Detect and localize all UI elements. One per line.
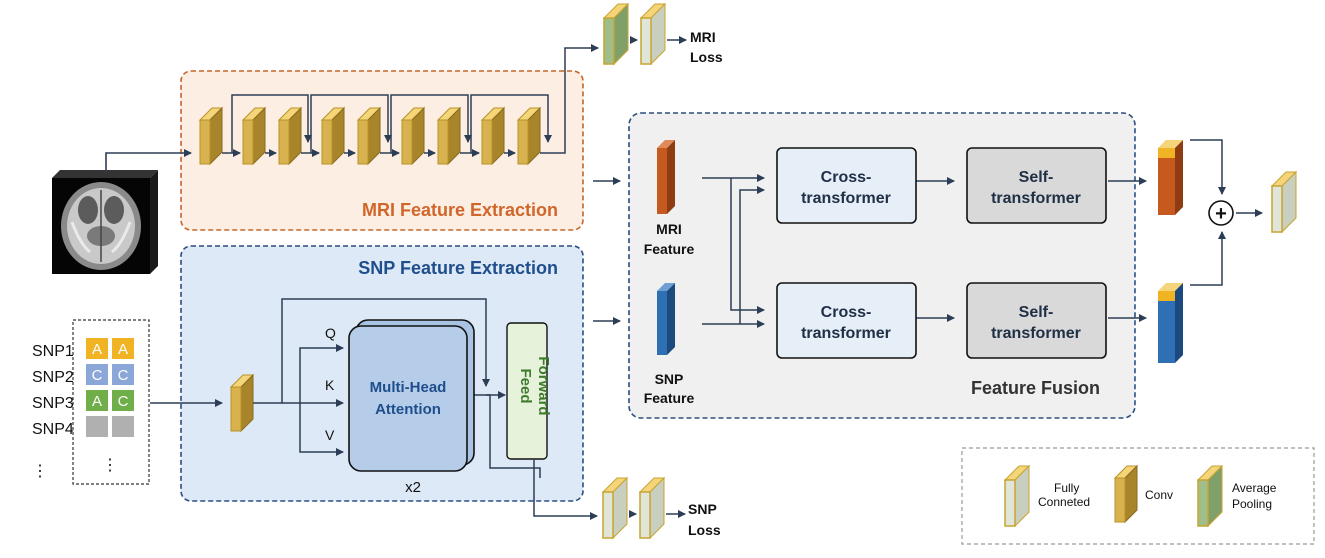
legend-fc-label: Fully [1054, 481, 1079, 495]
self-transformer-bottom-label: Self- [1019, 304, 1054, 321]
snp-matrix: A A C C A C ⋮ [72, 319, 150, 485]
cross-transformer-top-label: Cross- [821, 169, 872, 186]
snp-output-bar [1158, 283, 1183, 363]
snp-label: SNP2 [32, 369, 74, 386]
snp-matrix-more: ⋮ [102, 457, 118, 474]
snp-loss-label: SNP [688, 501, 717, 517]
mri-conv-block [278, 107, 302, 165]
snp-allele: A [92, 341, 102, 358]
feed-forward-label-2: Forward [535, 356, 552, 415]
mri-module-title: MRI Feature Extraction [362, 200, 558, 220]
snp-label: SNP1 [32, 343, 74, 360]
legend-pool-label-2: Pooling [1232, 497, 1272, 511]
cross-transformer-bottom: Cross- transformer [776, 282, 917, 359]
mri-feature-label-2: Feature [644, 241, 695, 257]
snp-label: SNP4 [32, 421, 74, 438]
cross-transformer-bottom-label: Cross- [821, 304, 872, 321]
fusion-module-title: Feature Fusion [971, 378, 1100, 398]
legend-fc-label-2: Conneted [1038, 495, 1090, 509]
mri-conv-stack [199, 107, 541, 165]
mri-conv-block [357, 107, 381, 165]
sum-arrows [1190, 139, 1263, 286]
snp-input-labels: SNP1 SNP2 SNP3 SNP4 ⋮ [32, 343, 74, 480]
mri-conv-block [437, 107, 461, 165]
legend: Fully Conneted Conv Average Pooling [961, 447, 1315, 545]
snp-allele: C [92, 367, 103, 384]
cross-transformer-top: Cross- transformer [776, 147, 917, 224]
legend-conv-label: Conv [1145, 488, 1173, 502]
snp-feature-label-2: Feature [644, 390, 695, 406]
snp-label: SNP3 [32, 395, 74, 412]
self-transformer-bottom-label-2: transformer [991, 325, 1081, 342]
attention-arrows [253, 298, 541, 478]
mri-loss-label: MRI [690, 29, 716, 45]
snp-module-title: SNP Feature Extraction [358, 258, 558, 278]
snp-feature-bar [657, 283, 675, 355]
mri-feature-label: MRI [656, 221, 682, 237]
mri-conv-arrows [222, 44, 599, 157]
attention-label-2: Attention [375, 401, 441, 418]
attention-v-label: V [325, 427, 335, 443]
attention-q-label: Q [325, 325, 336, 341]
brain-to-conv-arrow [105, 149, 192, 172]
self-transformer-top: Self- transformer [966, 147, 1107, 224]
self-transformer-top-label: Self- [1019, 169, 1054, 186]
attention-label-1: Multi-Head [370, 379, 447, 396]
brain-mri-image [52, 170, 158, 274]
mri-module: MRI Feature Extraction [180, 70, 584, 231]
output-fc-block [1271, 171, 1297, 233]
snp-fc-block [639, 477, 665, 539]
attention-repeat-label: x2 [405, 479, 421, 496]
mri-conv-block [517, 107, 541, 165]
mri-conv-block [321, 107, 345, 165]
snp-allele: A [92, 393, 102, 410]
add-symbol: + [1215, 203, 1227, 225]
mri-feature-bar [657, 140, 675, 214]
multi-head-attention: Multi-Head Attention [348, 319, 475, 472]
mri-conv-block [401, 107, 425, 165]
mri-output-bar [1158, 140, 1183, 215]
snp-feature-label: SNP [655, 371, 684, 387]
mri-conv-block [242, 107, 266, 165]
snp-embed-block [230, 374, 254, 432]
snp-label-more: ⋮ [32, 463, 48, 480]
snp-loss-label-2: Loss [688, 522, 721, 538]
mri-conv-block [199, 107, 223, 165]
legend-pool-label: Average [1232, 481, 1277, 495]
feed-forward-block: Feed Forward [506, 322, 552, 460]
cross-transformer-bottom-label-2: transformer [801, 325, 891, 342]
legend-conv-icon [1114, 465, 1138, 523]
self-transformer-top-label-2: transformer [991, 190, 1081, 207]
snp-allele: A [118, 341, 128, 358]
self-transformer-bottom: Self- transformer [966, 282, 1107, 359]
cross-transformer-top-label-2: transformer [801, 190, 891, 207]
snp-allele: C [118, 367, 129, 384]
snp-loss-arrow [533, 460, 598, 520]
fusion-arrows [702, 174, 1147, 328]
feed-forward-label-1: Feed [517, 368, 534, 403]
mri-fc-block [640, 3, 666, 65]
mri-pool-block [603, 3, 629, 65]
snp-allele: C [118, 393, 129, 410]
mri-conv-block [481, 107, 505, 165]
mri-loss-label-2: Loss [690, 49, 723, 65]
add-operator: + [1208, 200, 1234, 226]
snp-fc-block [602, 477, 628, 539]
attention-k-label: K [325, 377, 335, 393]
